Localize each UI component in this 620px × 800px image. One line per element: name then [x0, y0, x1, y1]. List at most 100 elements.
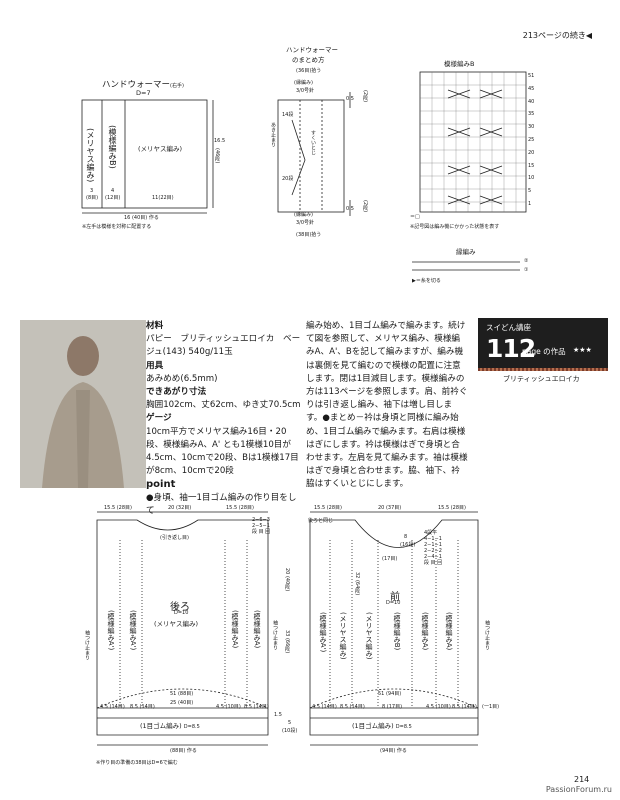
front-side-note: 袖つけ止まり — [484, 620, 490, 650]
banner-series: スイどん講座 — [486, 323, 531, 332]
back-bottom-split: 25 (40目) — [170, 700, 194, 706]
yarn-label: ブリティッシュエロイカ — [503, 375, 580, 383]
assembly-rib-top: (縁編み) — [294, 80, 313, 86]
front-top-dim-3: 15.5 (28目) — [438, 505, 466, 511]
triangle-left-icon: ◀ — [585, 31, 592, 40]
front-center-label: (模様編みB) — [393, 612, 401, 651]
gauge-text: 10cm平方でメリヤス編み16目・20段、模様編みA、A' とも1模様10目が4… — [146, 426, 299, 477]
front-small-dim-3: 8 (17目) — [382, 704, 403, 710]
front-small-dim-2: 8.5 (14目) — [340, 704, 365, 710]
back-small-dim-1: 4.5 (14目) — [100, 704, 125, 710]
materials-heading: 材料 — [146, 321, 164, 331]
back-rows-lower2: (10段) — [282, 728, 298, 734]
back-small-dim-2: 8.5 (14目) — [130, 704, 155, 710]
assembly-center-note: すくいとじ — [310, 130, 316, 155]
front-pattern-5: (模様編みA) — [445, 612, 453, 651]
difficulty-stars: ★★★ — [573, 346, 592, 354]
materials-yarn: パピー ブリティッシュエロイカ ベージュ(143) 540g/11玉 — [146, 334, 301, 358]
back-neck-note: (引き返し目) — [160, 535, 189, 541]
edge-title: 縁編み — [456, 248, 476, 256]
back-rib: (1目ゴム編み) D=8.5 — [140, 722, 200, 730]
assembly-rib-bottom: (縁編み) — [294, 212, 313, 218]
back-bottom-width: 51 (88目) — [170, 691, 194, 697]
yarn-swatch — [478, 368, 608, 371]
assembly-rows-20: 20段 — [282, 176, 294, 182]
front-bottom-width: 51 (94目) — [378, 691, 402, 697]
tools-heading: 用具 — [146, 360, 164, 371]
model-photo — [20, 320, 146, 488]
front-top-dim-2: 20 (37目) — [378, 505, 402, 511]
front-small-dim-1: 4.5 (14目) — [312, 704, 337, 710]
back-small-dim-4: 8.5 (14目) — [244, 704, 269, 710]
front-pattern-2: (メリヤス編み) — [339, 612, 347, 660]
front-needle: D=10 — [386, 600, 401, 606]
assembly-top-rows: (2段) — [362, 90, 368, 103]
back-small-dim-3: 4.5 (10目) — [216, 704, 241, 710]
back-center-label: (メリヤス編み) — [154, 620, 199, 628]
handwarmer-title: ハンドウォーマー(右手) — [102, 80, 184, 90]
arrow-icon: ▶ — [412, 278, 416, 284]
front-cast-on: (94目) 作る — [380, 748, 407, 754]
point-text: ●身頃、袖一1目ゴム編みの作り目をして — [146, 492, 297, 516]
assembly-left-note: あき止まり — [270, 122, 276, 147]
handwarmer-stitches-c: 11(22目) — [152, 195, 174, 201]
back-rows-lower: 5 — [288, 720, 292, 726]
point-heading: point — [146, 479, 176, 491]
page-number: 214 — [574, 775, 590, 784]
front-center-rows: 32 (64段) — [354, 572, 360, 596]
front-pattern-1: (模様編みA') — [319, 612, 327, 653]
front-right-note: (一1目) — [482, 704, 500, 710]
chart-b-note: ※記号図は編み機にかかった状態を表す — [410, 224, 500, 230]
continued-note: 213ページの続き◀ — [522, 31, 592, 40]
back-d-small: 1.5 — [274, 712, 282, 718]
front-top-dim-1: 15.5 (28目) — [314, 505, 342, 511]
front-neck-rows: 8 — [404, 534, 408, 540]
front-neck-rows2: (16段) — [400, 542, 416, 548]
back-side-note-right: 袖つけ止まり — [272, 620, 278, 650]
project-banner: スイどん講座 112 page の作品 ★★★ — [478, 318, 608, 368]
gauge-heading: ゲージ — [146, 413, 172, 424]
front-title: 前 — [390, 592, 400, 603]
handwarmer-stitches-a: 3 — [90, 188, 94, 194]
front-pattern-4: (模様編みA) — [421, 612, 429, 651]
assembly-rib-top2: 3/0号針 — [296, 88, 315, 94]
assembly-title: ハンドウォーマー — [286, 46, 338, 54]
front-pattern-3: (メリヤス編み) — [365, 612, 373, 660]
handwarmer-needle: D=7 — [136, 89, 151, 97]
handwarmer-width: 16 (40目) 作る — [124, 215, 159, 221]
front-rib: (1目ゴム編み) D=8.5 — [352, 722, 412, 730]
front-neck-stitches: (17目) — [382, 556, 398, 562]
handwarmer-footnote: ※左手は模様を対称に配置する — [82, 224, 152, 230]
tools-text: あみめめ(6.5mm) — [146, 373, 218, 384]
back-cast-on: (88目) 作る — [170, 748, 197, 754]
front-small-dim-5: 8.5 (14目) — [452, 704, 477, 710]
handwarmer-stitches-b: 4 — [111, 188, 115, 194]
materials-section: 材料 パピー ブリティッシュエロイカ ベージュ(143) 540g/11玉 用具… — [146, 320, 302, 518]
banner-number: 112 — [486, 334, 536, 363]
front-neck-note: 後ろと同じ — [308, 518, 334, 524]
handwarmer-label-1: (メリヤス編み) — [86, 128, 95, 183]
assembly-top-label: (36目)拾う — [296, 68, 322, 74]
assembly-bottom-dim: 0.5 — [346, 206, 354, 212]
back-rows-right: 20 (40段) — [284, 568, 290, 592]
back-pattern-3: (模様編みA) — [231, 610, 239, 649]
assembly-bottom-label: (38目)拾う — [296, 232, 322, 238]
watermark: PassionForum.ru — [545, 785, 612, 794]
back-side-note: 袖つけ止まり — [84, 630, 90, 660]
handwarmer-label-2: (模様編みB) — [108, 125, 117, 169]
assembly-rib-bottom2: 3/0号針 — [296, 220, 315, 226]
edge-row-1: ① — [524, 267, 529, 273]
back-pattern-4: (模様編みA) — [253, 610, 261, 649]
handwarmer-stitches-a2: (8目) — [86, 195, 99, 201]
banner-suffix: page の作品 — [522, 347, 566, 356]
handwarmer-height: 16.5 — [214, 138, 226, 144]
assembly-bottom-rows: (2段) — [362, 200, 368, 213]
edge-row-2: ② — [524, 258, 529, 264]
handwarmer-label-3: (メリヤス編み) — [138, 145, 183, 153]
size-text: 胸囲102cm、丈62cm、ゆき丈70.5cm — [146, 400, 301, 411]
back-pattern-2: (模様編みA') — [129, 610, 137, 651]
